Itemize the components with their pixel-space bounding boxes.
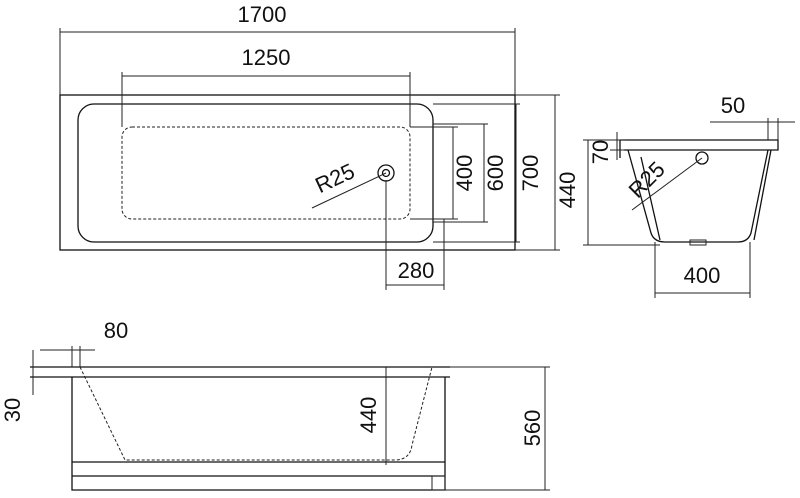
dim-inner-width-label: 400 xyxy=(452,155,477,192)
dim-rim-height-label: 70 xyxy=(588,140,613,164)
end-inner-profile xyxy=(627,149,769,243)
side-inner-profile-dashed xyxy=(79,366,433,461)
side-view: 80 30 440 560 xyxy=(0,318,550,491)
r25-label-end: R25 xyxy=(624,157,670,203)
dim-rim-thickness-label: 30 xyxy=(0,398,25,422)
top-drain-inner xyxy=(381,168,391,178)
dim-length-label: 1700 xyxy=(238,2,287,27)
side-foot xyxy=(431,475,446,491)
dim-rim-width-label: 80 xyxy=(104,318,128,343)
r25-label-top: R25 xyxy=(311,158,358,198)
dim-inner-length-label: 1250 xyxy=(242,45,291,70)
end-base-foot xyxy=(689,239,707,246)
dim-width-label: 700 xyxy=(518,155,543,192)
top-view: 1700 1250 400 600 700 440 R25 280 xyxy=(59,2,580,290)
top-outer-outline xyxy=(59,94,516,251)
side-outer-body xyxy=(71,377,446,491)
end-view: 50 70 R25 400 xyxy=(583,93,795,298)
top-basin-outline xyxy=(77,103,434,243)
end-rim-outline xyxy=(620,139,779,151)
end-drain xyxy=(695,151,709,165)
end-bath-body xyxy=(619,140,772,241)
r25-leader-top xyxy=(311,172,387,209)
dim-drain-offset-label: 280 xyxy=(398,258,435,283)
top-basin-floor-dashed xyxy=(121,126,411,220)
dim-depth-label: 440 xyxy=(356,397,381,434)
dim-base-width-label: 400 xyxy=(684,263,721,288)
dim-rim-label: 50 xyxy=(721,93,745,118)
dim-total-height-label: 560 xyxy=(520,410,545,447)
r25-leader-end xyxy=(631,157,703,211)
dim-600-label: 600 xyxy=(483,155,508,192)
dim-440-side-label: 440 xyxy=(555,172,580,209)
